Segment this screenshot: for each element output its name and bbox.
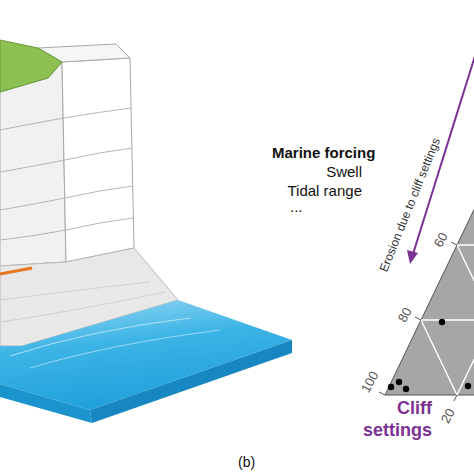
sea-side bbox=[0, 384, 92, 423]
vegetation-top bbox=[0, 40, 62, 92]
strata-line bbox=[0, 218, 133, 240]
erosion-arrow bbox=[413, 40, 474, 254]
strata-line bbox=[0, 148, 132, 172]
data-points bbox=[388, 319, 471, 392]
forcing-item: ... bbox=[290, 198, 303, 216]
cliff-face bbox=[62, 58, 134, 262]
platform-line bbox=[0, 282, 150, 300]
axis-name: Cliff settings bbox=[352, 398, 432, 441]
heading-label: Marine forcing bbox=[272, 144, 375, 162]
strata-line bbox=[0, 186, 133, 210]
tick-label: 60 bbox=[431, 230, 452, 250]
strata-line bbox=[0, 108, 131, 130]
sea-front bbox=[90, 340, 292, 423]
notch-line bbox=[0, 268, 32, 274]
ternary-triangle bbox=[385, 20, 474, 395]
tick-label: 100 bbox=[358, 369, 382, 395]
panel-letter: (b) bbox=[238, 454, 255, 471]
wave-line bbox=[30, 330, 220, 368]
forcing-item: Tidal range bbox=[288, 182, 363, 200]
arrow-head bbox=[407, 250, 418, 264]
tick-label: 20 bbox=[438, 406, 459, 426]
axis-title: Erosion due to cliff settings bbox=[377, 136, 444, 274]
tick-label: 80 bbox=[395, 305, 416, 325]
forcing-item: Swell bbox=[326, 163, 362, 181]
